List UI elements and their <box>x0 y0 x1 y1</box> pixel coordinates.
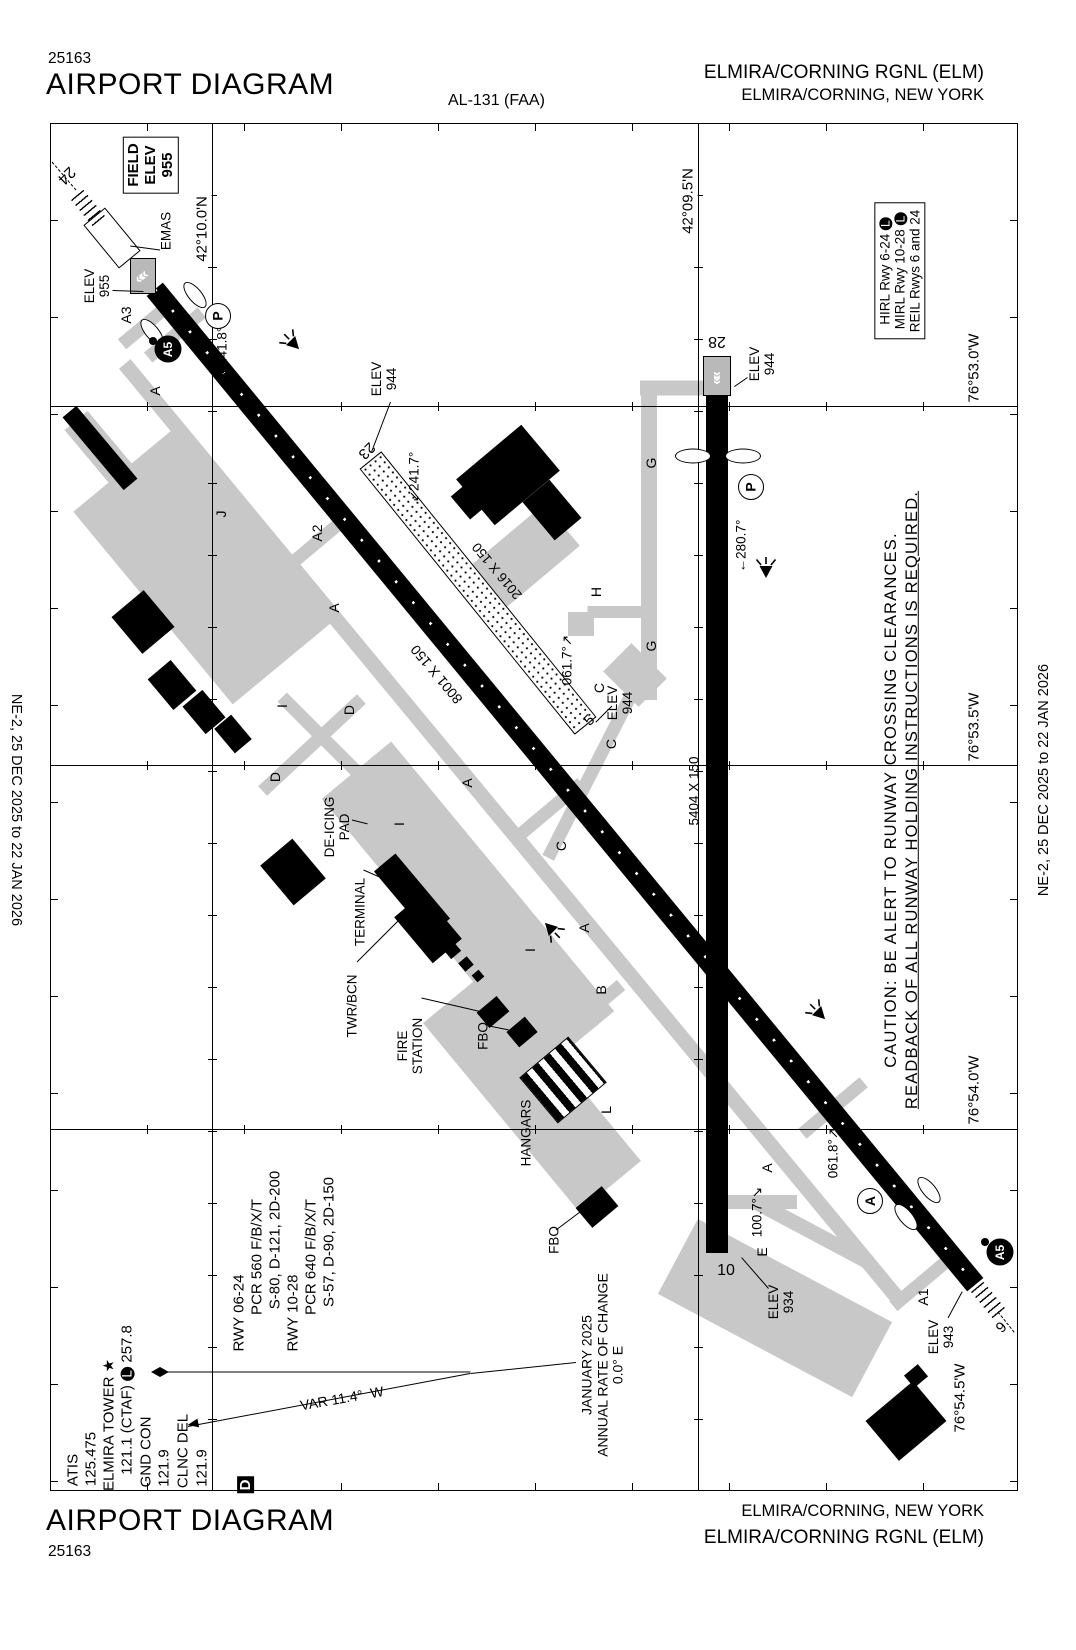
frame-ticks-right <box>1010 123 1018 1491</box>
longitude-gridline-ticks-1 <box>50 401 1018 411</box>
beacon-4 <box>800 994 837 1031</box>
rwy-24-displaced-threshold: »» <box>130 258 156 294</box>
h-pad <box>568 612 594 636</box>
hold-symbol-a: A <box>857 1188 883 1214</box>
airport-city-bottom: ELMIRA/CORNING, NEW YORK <box>741 1502 984 1520</box>
a5-dot-2 <box>981 1238 989 1246</box>
taxiway-g-top <box>640 380 710 396</box>
arresting-gear-3 <box>675 448 711 464</box>
beacon-light-icon <box>755 557 777 578</box>
twy-a5-sign-1: A5 <box>154 335 182 363</box>
airport-city-top: ELMIRA/CORNING, NEW YORK <box>741 86 984 104</box>
al-number: AL-131 (FAA) <box>448 92 545 109</box>
beacon-light-icon <box>544 922 565 943</box>
arresting-gear-4 <box>725 448 761 464</box>
taxiway-g <box>641 390 657 700</box>
hold-symbol-p-2: P <box>738 474 764 500</box>
page-title-bottom: AIRPORT DIAGRAM <box>46 1504 335 1537</box>
airport-name-bottom: ELMIRA/CORNING RGNL (ELM) <box>703 1527 984 1548</box>
frame-ticks-left <box>50 123 58 1491</box>
beacon-light-icon <box>805 999 826 1020</box>
taxiway-h <box>587 606 643 618</box>
margin-note-left: NE-2, 25 DEC 2025 to 22 JAN 2026 <box>8 693 24 927</box>
rwy-28-displaced-threshold: »» <box>703 356 731 396</box>
true-north-line <box>155 1371 470 1373</box>
beacon-3 <box>753 555 779 581</box>
a5-dot-1 <box>149 337 157 345</box>
margin-note-right: NE-2, 25 DEC 2025 to 22 JAN 2026 <box>1036 663 1052 897</box>
true-north-arrowhead <box>151 1367 169 1377</box>
page-title-top: AIRPORT DIAGRAM <box>46 68 335 101</box>
beacon-2 <box>534 912 571 949</box>
chart-number-top: 25163 <box>48 50 92 67</box>
map-frame <box>50 123 1018 1491</box>
latitude-gridline-ticks-1 <box>207 123 217 1491</box>
latitude-gridline-ticks-2 <box>693 123 703 1491</box>
longitude-gridline-ticks-3 <box>50 1124 1018 1134</box>
frame-ticks-top <box>50 123 1018 131</box>
beacon-light-icon <box>279 329 300 350</box>
hold-symbol-p-1: P <box>205 303 231 329</box>
airport-name-top: ELMIRA/CORNING RGNL (ELM) <box>703 62 984 83</box>
beacon-1 <box>274 324 311 361</box>
runway-10-28 <box>706 395 728 1253</box>
twy-a5-sign-2: A5 <box>986 1238 1014 1266</box>
rwy-10-number: 10 <box>717 1262 735 1280</box>
frame-ticks-bottom <box>50 1483 1018 1491</box>
chart-number-bottom: 25163 <box>48 1543 92 1560</box>
